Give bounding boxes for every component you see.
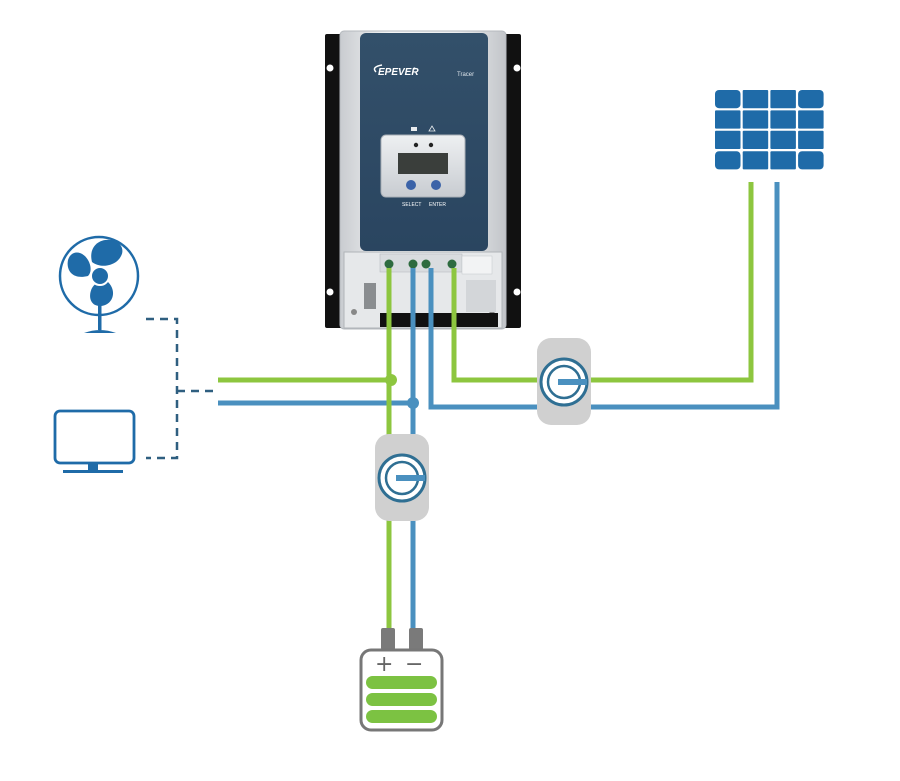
battery-positive-label: + (375, 652, 393, 677)
battery-positive-terminal (381, 628, 395, 650)
solar-cell (742, 130, 769, 149)
negative-junction-dot (407, 397, 419, 409)
solar-cell (770, 90, 796, 109)
terminal-screw (384, 259, 394, 269)
solar-cell (742, 110, 769, 129)
mounting-hole (513, 288, 521, 296)
battery-icon: + − (359, 628, 444, 732)
terminal-screw (408, 259, 418, 269)
ground-screw (351, 309, 357, 315)
breaker-switch-icon[interactable] (558, 379, 587, 385)
mounting-hole (513, 64, 521, 72)
solar-cell (715, 130, 741, 149)
epever-logo: EPEVER ® (373, 64, 419, 78)
fan-dashed-line (146, 317, 179, 460)
solar-cell (715, 110, 741, 129)
breaker-switch-icon[interactable] (396, 475, 425, 481)
mounting-hole (326, 64, 334, 72)
monitor-icon (53, 409, 136, 473)
battery-charge-bar (366, 693, 437, 706)
solar-cell (715, 90, 741, 109)
terminal-screw (447, 259, 457, 269)
battery-negative-terminal (409, 628, 423, 650)
solar-cell (715, 151, 741, 170)
solar-cell (798, 110, 824, 129)
solar-cell (798, 90, 824, 109)
terminal-base (380, 313, 498, 327)
pv-negative-wire (428, 182, 780, 410)
registered-mark: ® (413, 66, 416, 71)
solar-cell (770, 151, 796, 170)
fan-stand (98, 290, 102, 330)
label-plate (461, 255, 493, 275)
fan-blade (67, 252, 91, 277)
cover-recess (466, 280, 496, 312)
battery-charge-bar (366, 710, 437, 723)
warning-icon (428, 125, 436, 132)
enter-button-label: ENTER (429, 202, 446, 208)
mounting-hole (326, 288, 334, 296)
fuse-holder (364, 283, 376, 309)
logo-swoosh-icon (373, 64, 383, 73)
terminal-screw (421, 259, 431, 269)
select-button-label: SELECT (402, 202, 421, 208)
battery-negative-label: − (405, 652, 423, 677)
positive-junction-dot (385, 374, 397, 386)
fan-blade (91, 239, 123, 266)
terminal-wire-segments (386, 268, 457, 330)
battery-charge-bars (366, 676, 437, 723)
monitor-screen (53, 409, 136, 465)
solar-cell (798, 151, 824, 170)
charge-controller: EPEVER ® Tracer SELECT ENTER (325, 30, 521, 330)
fan-hub (90, 266, 110, 286)
fan-blade (90, 280, 114, 306)
lcd-screen (398, 153, 448, 174)
solar-panel-icon (715, 90, 824, 170)
solar-cell (798, 130, 824, 149)
select-button[interactable] (406, 180, 416, 190)
fan-base (84, 330, 116, 333)
battery-status-icon (411, 127, 417, 131)
load-dashed-connectors (146, 317, 214, 460)
status-led (413, 142, 419, 148)
enter-button[interactable] (431, 180, 441, 190)
battery-charge-bar (366, 676, 437, 689)
fan-icon (58, 235, 140, 333)
brand-name: EPEVER (378, 67, 419, 78)
solar-cell (742, 151, 769, 170)
monitor-base (63, 470, 123, 473)
battery-breaker[interactable] (375, 434, 429, 521)
status-led (428, 142, 434, 148)
solar-cell (770, 130, 796, 149)
pv-breaker[interactable] (537, 338, 591, 425)
model-name: Tracer (457, 72, 474, 78)
solar-cell (770, 110, 796, 129)
solar-cell (742, 90, 769, 109)
monitor-stand (88, 463, 98, 470)
